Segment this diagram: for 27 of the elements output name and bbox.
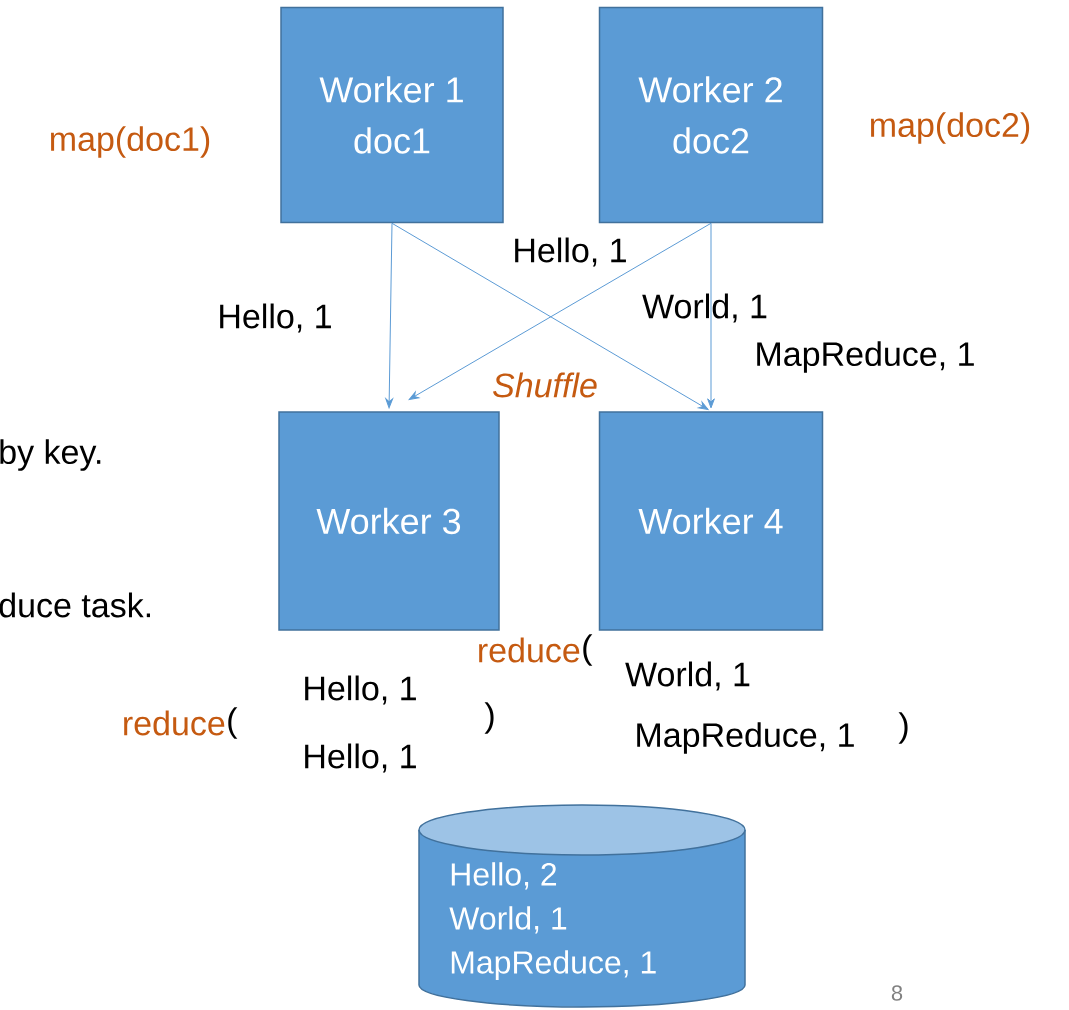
pair-label: World, 1: [625, 661, 750, 691]
pair-label: World, 1: [642, 293, 767, 323]
worker-box: Worker 2 doc2: [598, 6, 824, 224]
pair-label: MapReduce, 1: [757, 341, 974, 373]
worker-box: Worker 4: [598, 411, 824, 631]
map-label: map(doc1): [51, 126, 210, 158]
edge-label: Hello, 1: [220, 303, 331, 333]
database-cylinder: Hello, 2 World, 1 MapReduce, 1: [418, 804, 746, 1008]
bracket: ): [484, 702, 494, 734]
worker-box: Worker 1 doc1: [280, 6, 504, 224]
page-number: 8: [891, 985, 903, 1001]
arrow: [385, 222, 394, 409]
pair-label: MapReduce, 1: [637, 722, 854, 754]
pair-label: Hello, 1: [305, 675, 416, 705]
arrow: [707, 222, 715, 409]
cut-off-text: by key.: [0, 439, 101, 471]
reduce-label: reduce: [479, 637, 580, 663]
bracket: ): [898, 712, 908, 744]
pair-label: Hello, 1: [305, 743, 416, 773]
worker-box: Worker 3: [278, 411, 500, 631]
cut-off-text: duce task.: [0, 592, 151, 618]
bracket: (: [228, 707, 238, 739]
map-label: map(doc2): [871, 112, 1030, 144]
shuffle-label: Shuffle: [493, 372, 597, 398]
edge-label: Hello, 1: [515, 237, 626, 267]
reduce-label: reduce: [124, 710, 225, 736]
bracket: (: [583, 634, 593, 666]
